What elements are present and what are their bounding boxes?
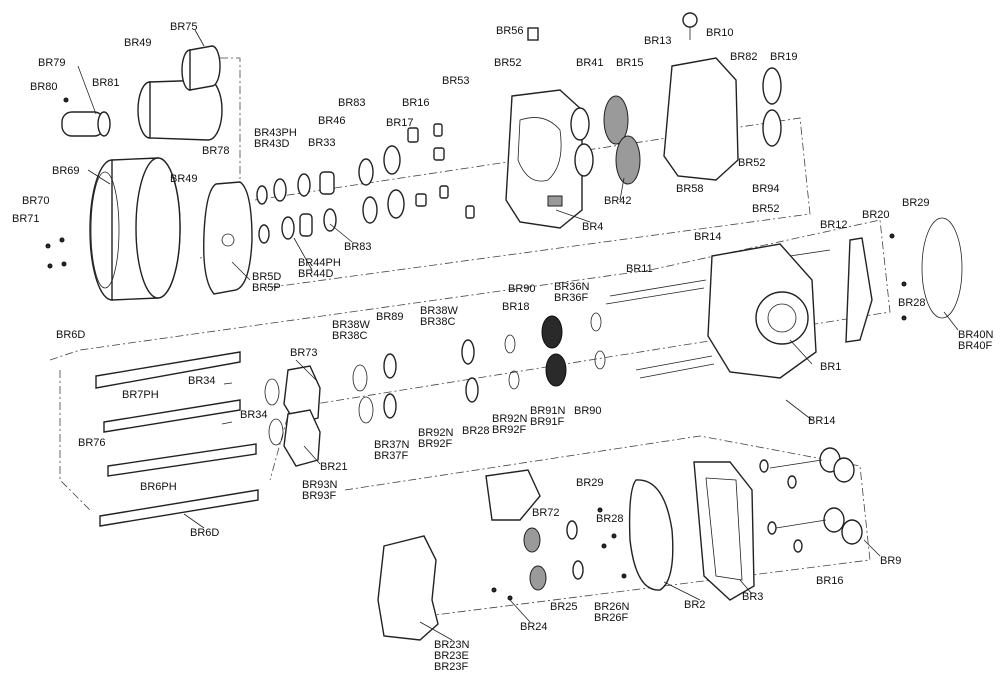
label-br70: BR70 xyxy=(22,195,50,207)
label-br71: BR71 xyxy=(12,213,40,225)
upper-gear-train xyxy=(256,123,475,244)
label-br79: BR79 xyxy=(38,57,66,69)
label-br17: BR17 xyxy=(386,117,414,129)
label-br6d-top: BR6D xyxy=(56,329,86,341)
label-br43: BR43PH BR43D xyxy=(254,127,297,150)
label-br20: BR20 xyxy=(862,209,890,221)
gearbox-cover xyxy=(663,12,782,181)
label-br89: BR89 xyxy=(376,311,404,323)
label-br73: BR73 xyxy=(290,347,318,359)
motor-adapter xyxy=(61,45,223,141)
label-br37: BR37N BR37F xyxy=(374,439,410,462)
label-br15: BR15 xyxy=(616,57,644,69)
shafts xyxy=(95,351,259,527)
label-br49-mid: BR49 xyxy=(170,173,198,185)
label-br12: BR12 xyxy=(820,219,848,231)
label-br5: BR5D BR5P xyxy=(252,271,282,294)
coupling-plate xyxy=(203,181,253,295)
label-br75: BR75 xyxy=(170,21,198,33)
label-br26: BR26N BR26F xyxy=(594,601,630,624)
label-br92-left: BR92N BR92F xyxy=(418,427,454,450)
label-br76: BR76 xyxy=(78,437,106,449)
label-br83-bottom: BR83 xyxy=(344,241,372,253)
label-br6ph: BR6PH xyxy=(140,481,177,493)
label-br72: BR72 xyxy=(532,507,560,519)
label-br6d-bottom: BR6D xyxy=(190,527,220,539)
label-br4: BR4 xyxy=(582,221,604,233)
label-br16-top: BR16 xyxy=(402,97,430,109)
label-br36: BR36N BR36F xyxy=(554,281,590,304)
label-br28-low: BR28 xyxy=(596,513,624,525)
gearbox-housing xyxy=(505,27,583,229)
fasteners xyxy=(45,97,907,601)
label-br90-bottom: BR90 xyxy=(574,405,602,417)
label-br19: BR19 xyxy=(770,51,798,63)
label-br13: BR13 xyxy=(644,35,672,47)
pump-rotors xyxy=(264,312,606,467)
label-br14-top: BR14 xyxy=(694,231,722,243)
label-br52-low: BR52 xyxy=(752,203,780,215)
label-br38c-left: BR38W BR38C xyxy=(332,319,370,342)
label-br34-a: BR34 xyxy=(188,375,216,387)
label-br41: BR41 xyxy=(576,57,604,69)
label-br23: BR23N BR23E BR23F xyxy=(434,639,470,673)
label-br58: BR58 xyxy=(676,183,704,195)
pump-body xyxy=(605,217,963,379)
label-br91: BR91N BR91F xyxy=(530,405,566,428)
label-br1: BR1 xyxy=(820,361,842,373)
label-br25: BR25 xyxy=(550,601,578,613)
label-br38c-right: BR38W BR38C xyxy=(420,305,458,328)
label-br28-mid: BR28 xyxy=(462,425,490,437)
label-br49-top: BR49 xyxy=(124,37,152,49)
label-br29-top: BR29 xyxy=(902,197,930,209)
label-br93: BR93N BR93F xyxy=(302,479,338,502)
label-br81: BR81 xyxy=(92,77,120,89)
label-br40: BR40N BR40F xyxy=(958,329,994,352)
label-br44: BR44PH BR44D xyxy=(298,257,341,280)
label-br78: BR78 xyxy=(202,145,230,157)
label-br9: BR9 xyxy=(880,555,902,567)
label-br80: BR80 xyxy=(30,81,58,93)
label-br46: BR46 xyxy=(318,115,346,127)
label-br69: BR69 xyxy=(52,165,80,177)
label-br53: BR53 xyxy=(442,75,470,87)
lower-assembly xyxy=(377,447,863,641)
label-br52-mid: BR52 xyxy=(738,157,766,169)
label-br3: BR3 xyxy=(742,591,764,603)
label-br94: BR94 xyxy=(752,183,780,195)
label-br7ph: BR7PH xyxy=(122,389,159,401)
label-br16-bottom: BR16 xyxy=(816,575,844,587)
label-br34-b: BR34 xyxy=(240,409,268,421)
label-br82: BR82 xyxy=(730,51,758,63)
label-br83-top: BR83 xyxy=(338,97,366,109)
label-br90-top: BR90 xyxy=(508,283,536,295)
label-br10: BR10 xyxy=(706,27,734,39)
label-br42: BR42 xyxy=(604,195,632,207)
motor-housing xyxy=(89,157,181,301)
label-br2: BR2 xyxy=(684,599,706,611)
label-br52-top: BR52 xyxy=(494,57,522,69)
label-br24: BR24 xyxy=(520,621,548,633)
label-br18: BR18 xyxy=(502,301,530,313)
label-br33: BR33 xyxy=(308,137,336,149)
label-br92-right: BR92N BR92F xyxy=(492,413,528,436)
label-br14-bottom: BR14 xyxy=(808,415,836,427)
label-br28-right: BR28 xyxy=(898,297,926,309)
label-br56: BR56 xyxy=(496,25,524,37)
leader-lines xyxy=(77,29,959,641)
label-br21: BR21 xyxy=(320,461,348,473)
label-br11: BR11 xyxy=(626,263,653,275)
label-br29-low: BR29 xyxy=(576,477,604,489)
gears xyxy=(570,95,641,185)
